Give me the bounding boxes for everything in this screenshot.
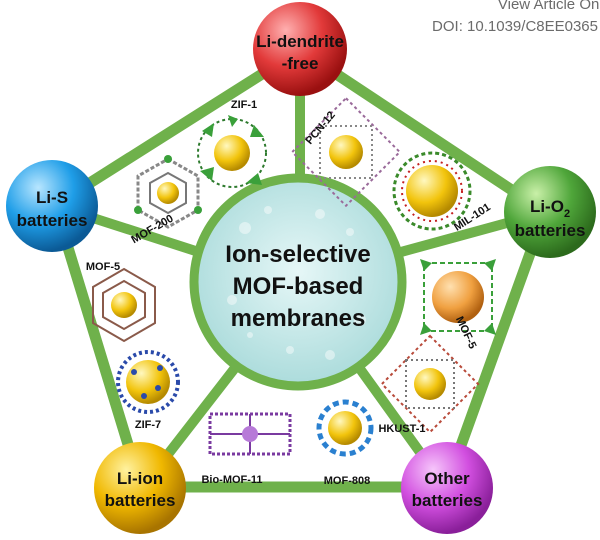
center-title-line-2: MOF-based [233, 273, 364, 300]
node-li-dendrite-line-2: -free [282, 54, 319, 73]
node-li-s: Li-S batteries [6, 160, 98, 252]
hkust1-structure-icon [380, 334, 480, 434]
node-li-o2-line-2: batteries [515, 221, 586, 240]
node-li-ion-line-2: batteries [105, 491, 176, 510]
droplet-texture [227, 206, 366, 360]
view-article-link[interactable]: View Article Onli [497, 0, 600, 13]
node-li-dendrite: Li-dendrite -free [253, 2, 347, 96]
center-circle [189, 173, 407, 391]
node-li-o2: Li-O2 batteries [504, 166, 596, 258]
node-li-o2-line-1: Li-O2 [530, 197, 570, 220]
mof200-structure-icon [134, 155, 202, 229]
center-membrane: Ion-selective MOF-based membranes [189, 173, 407, 391]
mof-label-mof808: MOF-808 [324, 475, 370, 487]
center-title-line-3: membranes [231, 305, 366, 332]
node-li-dendrite-line-1: Li-dendrite [256, 32, 344, 51]
mof-structures [92, 96, 496, 457]
mof-label-biomof11: Bio-MOF-11 [201, 474, 262, 486]
mof5-right-structure-icon [420, 259, 496, 335]
pcn12-structure-icon [290, 96, 402, 208]
node-li-ion-sphere [94, 442, 186, 534]
center-title-line-1: Ion-selective [225, 241, 370, 268]
biomof11-structure-icon [208, 412, 292, 456]
mof5-left-structure-icon [92, 267, 156, 343]
mof-label-zif1: ZIF-1 [231, 99, 257, 111]
zif1-structure-icon [197, 115, 267, 188]
node-li-s-line-1: Li-S [36, 188, 68, 207]
node-other-line-1: Other [424, 469, 470, 488]
mof808-structure-icon [316, 399, 374, 457]
mof-label-mof5-left: MOF-5 [86, 261, 120, 273]
node-li-ion-line-1: Li-ion [117, 469, 163, 488]
doi-text: DOI: 10.1039/C8EE0365 [432, 18, 598, 35]
node-li-s-line-2: batteries [17, 211, 88, 230]
node-li-dendrite-sphere [253, 2, 347, 96]
node-other: Other batteries [401, 442, 493, 534]
node-other-sphere [401, 442, 493, 534]
node-other-line-2: batteries [412, 491, 483, 510]
mil101-structure-icon [392, 151, 472, 231]
mof-label-zif7: ZIF-7 [135, 419, 161, 431]
node-li-s-sphere [6, 160, 98, 252]
zif7-structure-icon [116, 350, 180, 414]
node-li-o2-sphere [504, 166, 596, 258]
node-li-ion: Li-ion batteries [94, 442, 186, 534]
mof-label-hkust1: HKUST-1 [378, 423, 425, 435]
